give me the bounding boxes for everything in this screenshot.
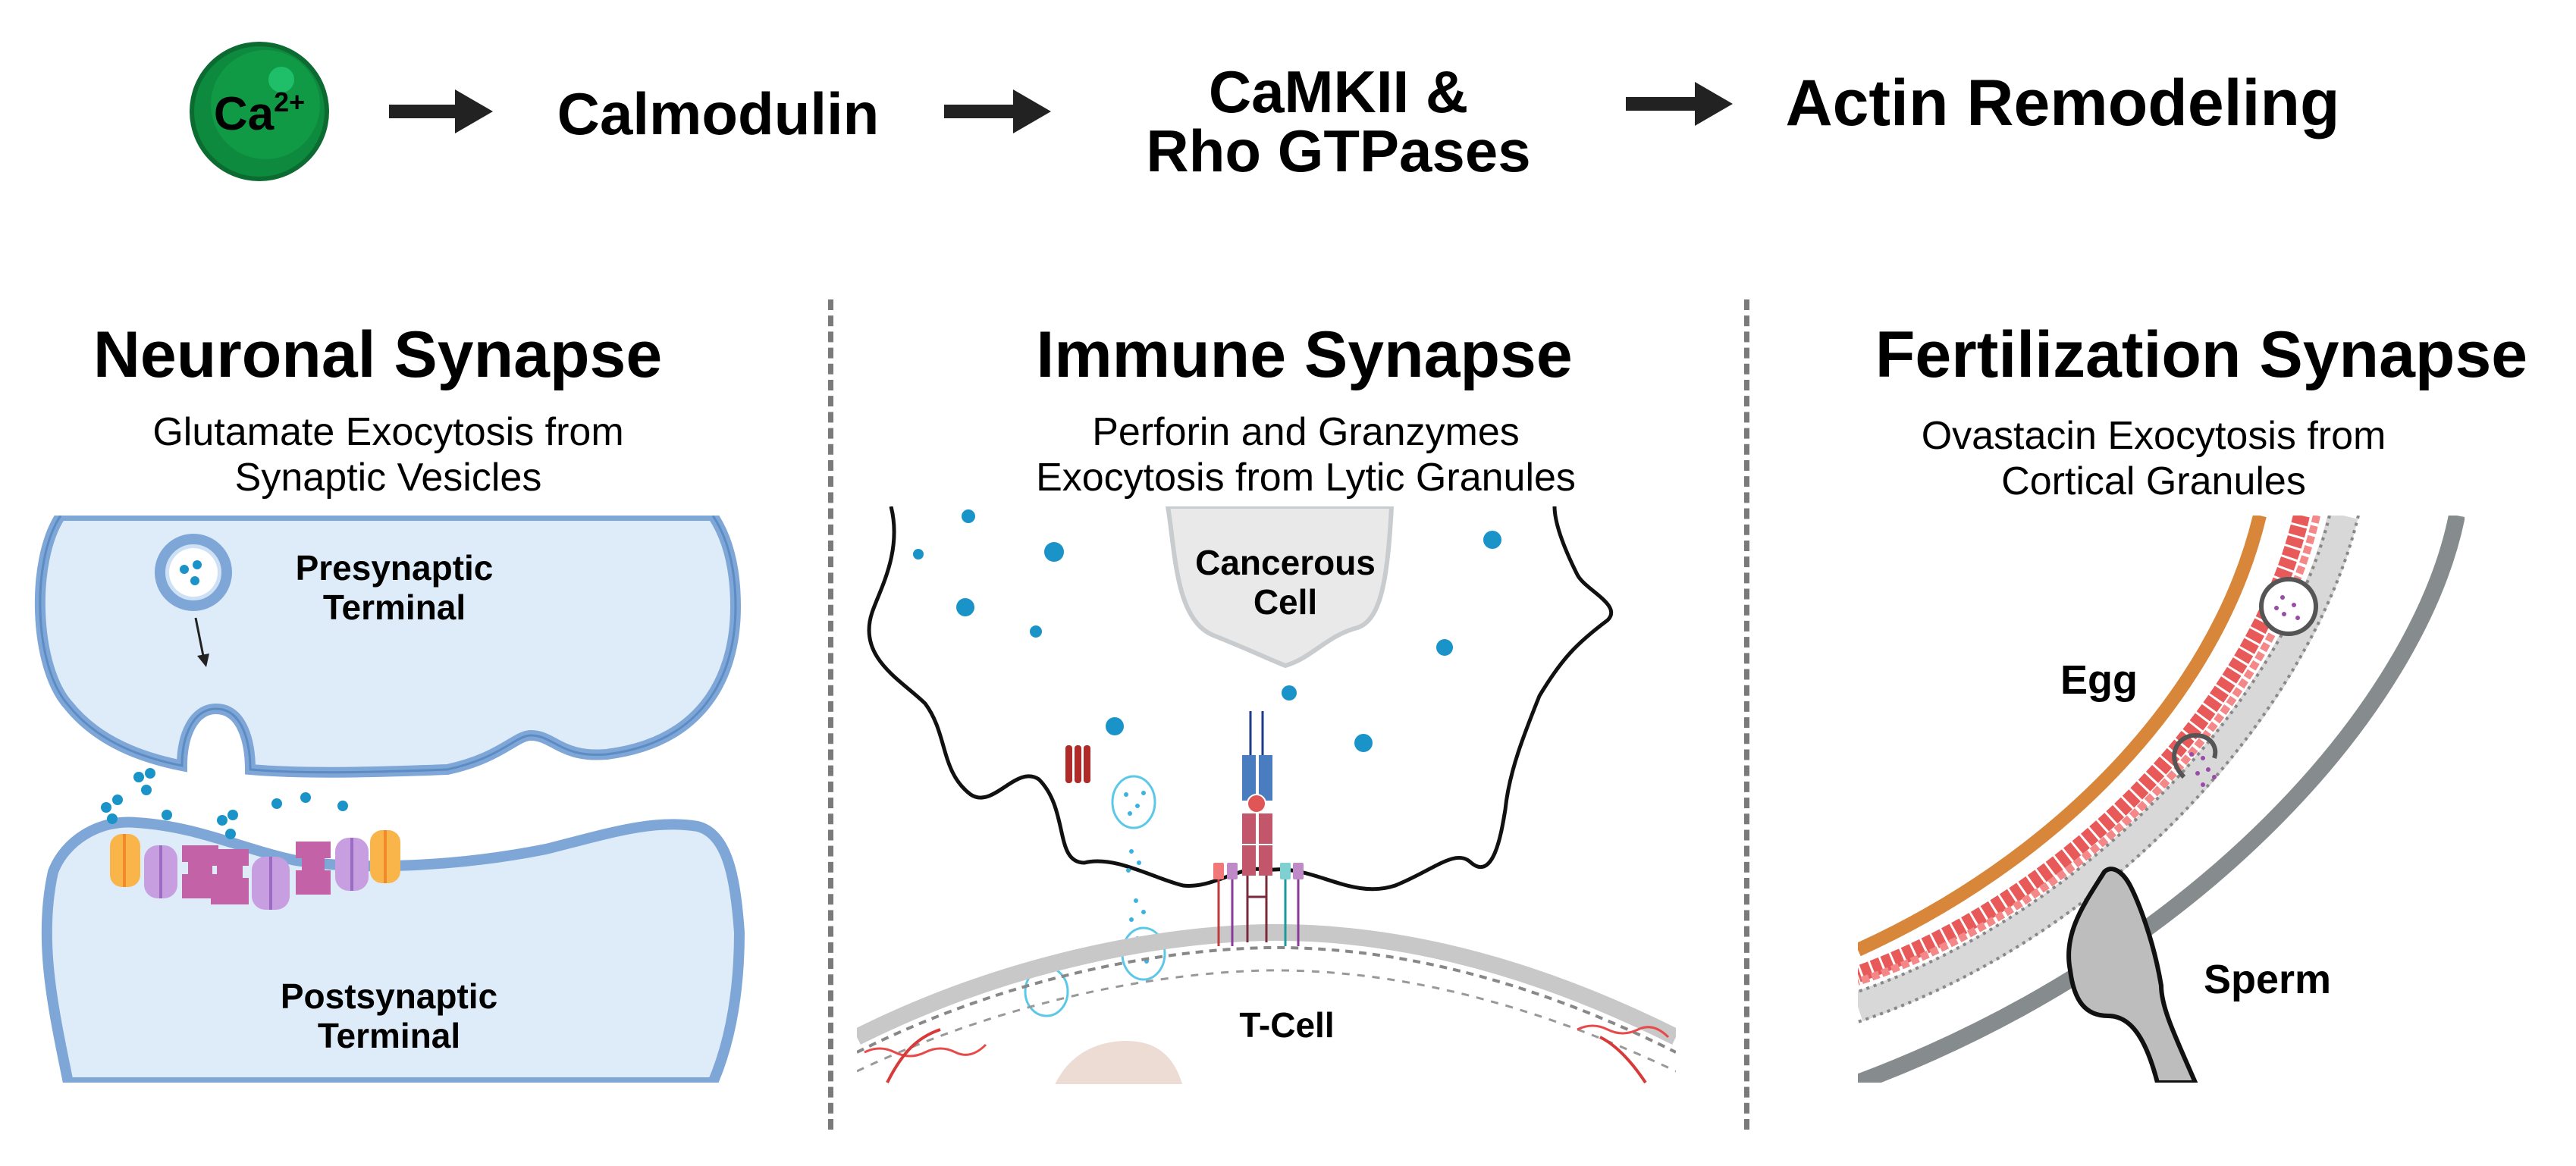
right-arrow-icon [1626,82,1733,126]
sperm-label: Sperm [2204,957,2331,1002]
egg-label: Egg [2060,657,2138,703]
panel-title-immune: Immune Synapse [1036,318,1573,391]
fertilization-synapse-illustration: Egg Sperm [1858,516,2465,1083]
receptor-mglur-icon [335,838,369,891]
subtitle-line: Ovastacin Exocytosis from [1921,414,2386,458]
lytic-granule-icon [1024,775,1166,1017]
zona-pellucida [1858,516,2465,1083]
right-arrow-icon [944,89,1051,133]
receptor-mglur-icon [144,845,177,898]
pathway-step-actin-remodeling: Actin Remodeling [1785,67,2340,139]
cancerous-cell-label-line2: Cell [1253,582,1317,622]
cd3-coreceptor-icon [1213,863,1304,946]
granzyme-molecules [913,509,1501,752]
panel-subtitle-immune: Perforin and Granzymes Exocytosis from L… [1036,409,1576,500]
panel-divider [1744,299,1749,1130]
calcium-ion-icon [190,42,329,181]
panel-subtitle-fertilization: Ovastacin Exocytosis from Cortical Granu… [1922,413,2386,504]
pathway-step-camkii-rho: CaMKII & Rho GTPases [1146,62,1530,180]
receptor-nmda-icon [211,849,249,904]
immune-synapse-illustration: Cancerous Cell T-Cell [857,506,1676,1084]
mhc-complex-icon [1242,711,1272,813]
t-cell-nucleus [1055,1041,1183,1084]
cortical-granule-fusing-icon [2172,732,2218,787]
fusion-arrow-icon [194,617,209,667]
pathway-step-line: CaMKII & [1208,58,1469,125]
neuronal-synapse-illustration: Presynaptic Terminal Postsynaptic Termin… [34,516,745,1083]
panel-divider [828,299,833,1130]
ion-charge: 2+ [274,86,306,118]
egg-cortex-line [1858,516,2267,957]
sperm-head-icon [2066,867,2198,1083]
subtitle-line: Synaptic Vesicles [234,456,542,500]
actin-filaments [1577,1024,1670,1039]
synaptic-vesicle-icon [155,534,232,611]
subtitle-line: Exocytosis from Lytic Granules [1036,456,1576,500]
pathway-step-line: Rho GTPases [1146,118,1531,184]
receptor-nmda-icon [182,845,218,898]
receptor-ampa-icon [370,830,400,883]
cancerous-cell-label-line1: Cancerous [1195,543,1376,582]
receptor-nmda-icon [296,842,331,895]
receptor-ampa-icon [110,834,140,887]
postsynaptic-label-line1: Postsynaptic [281,976,497,1016]
cortical-granule-icon [2259,577,2318,636]
subtitle-line: Perforin and Granzymes [1092,410,1520,454]
presynaptic-label-line2: Terminal [323,588,466,627]
cancerous-cell-nucleus [1165,506,1395,669]
right-arrow-icon [389,89,493,133]
subtitle-line: Cortical Granules [2001,459,2306,503]
tcr-complex-icon [1242,813,1272,942]
panel-title-neuronal: Neuronal Synapse [93,318,663,391]
actin-filaments [864,1043,987,1058]
panel-title-fertilization: Fertilization Synapse [1875,318,2528,391]
presynaptic-label-line1: Presynaptic [296,548,494,588]
glutamate-molecules [101,768,348,839]
pathway-step-calmodulin: Calmodulin [557,80,880,147]
ion-symbol: Ca [213,88,275,140]
perforin-pore-icon [1065,745,1090,783]
postsynaptic-label-line2: Terminal [318,1016,460,1055]
panel-subtitle-neuronal: Glutamate Exocytosis from Synaptic Vesic… [152,409,623,500]
t-cell-label: T-Cell [1239,1005,1334,1045]
pathway-graphics [190,42,1733,181]
subtitle-line: Glutamate Exocytosis from [152,410,624,454]
receptor-mglur-icon [252,857,290,910]
calcium-ion-label: Ca2+ [214,86,305,141]
